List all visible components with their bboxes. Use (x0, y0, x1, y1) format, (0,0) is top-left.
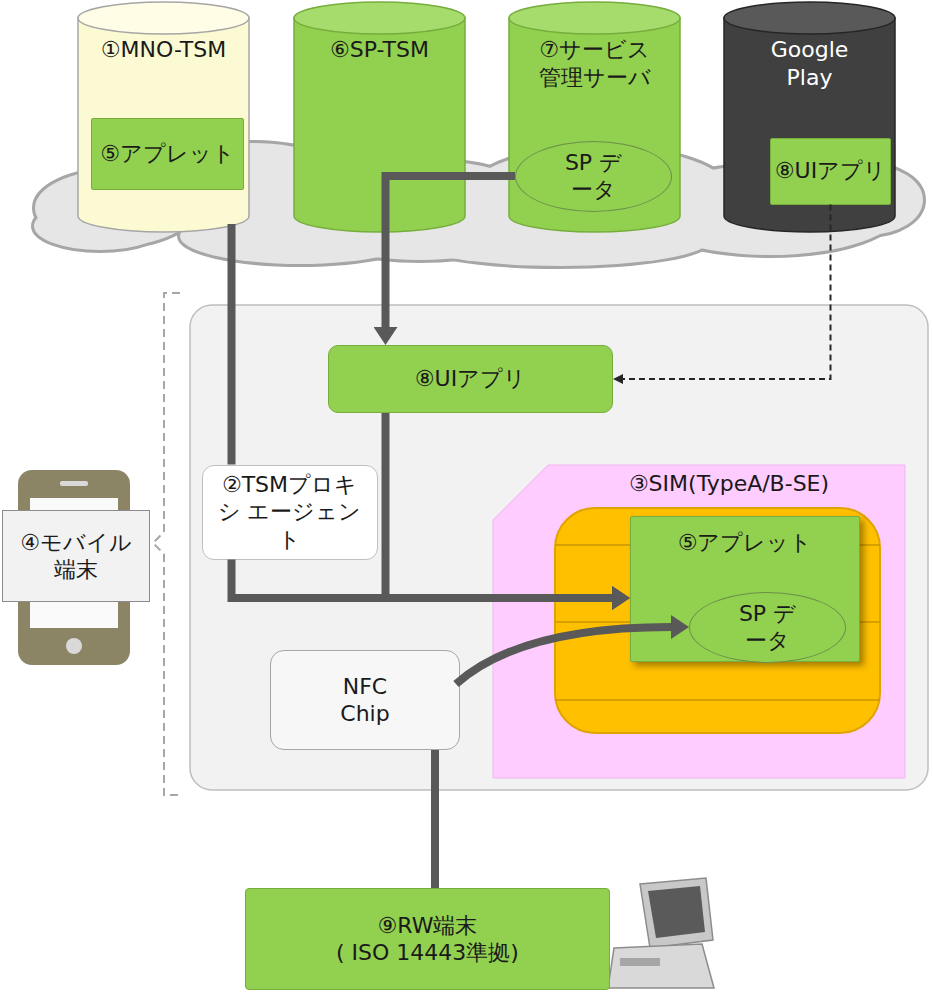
agent-box: ②TSMプロキシ エージェント (202, 465, 378, 560)
app-box: ⑧UIアプリ (328, 345, 613, 413)
node-label: ⑦サービス 管理サーバ (531, 36, 659, 91)
flow-connector (232, 560, 613, 599)
node-label: ④モバイル 端末 (17, 529, 135, 584)
applet-box: ⑤アプレット SP データ (630, 516, 860, 662)
node-label: ①MNO-TSM (101, 36, 226, 64)
cylinder-outline (77, 2, 250, 232)
node-label: ⑥SP-TSM (330, 36, 429, 64)
flow-connector (228, 224, 236, 465)
node-sublabel: ( ISO 14443準拠) (336, 939, 519, 967)
flow-connector (386, 413, 613, 598)
server-cylinder: ①MNO-TSM ⑤アプレット (77, 2, 250, 232)
terminal-label-box: ④モバイル 端末 (2, 510, 150, 602)
node-label: ②TSMプロキシ エージェント (211, 471, 369, 554)
terminal-icon (608, 878, 714, 988)
flow-connector (431, 750, 439, 888)
node-label: NFC Chip (329, 673, 401, 728)
data-ellipse: SP データ (689, 592, 846, 663)
node-label: ⑤アプレット (100, 140, 235, 168)
node-label: ⑨RW端末 (378, 912, 478, 940)
reader-box: ⑨RW端末( ISO 14443準拠) (245, 888, 610, 990)
node-label: SP データ (732, 600, 804, 655)
dashed-connector (623, 205, 831, 380)
node-label: ⑤アプレット (678, 529, 813, 557)
node-label: SP データ (558, 149, 630, 204)
flow-connector (456, 627, 671, 684)
applet-box: ⑤アプレット (91, 118, 244, 190)
data-ellipse: SP データ (515, 141, 672, 212)
server-cylinder: ⑦サービス 管理サーバ SP データ (508, 2, 681, 232)
app-box: ⑧UIアプリ (770, 138, 891, 205)
sim-card (555, 508, 880, 733)
chip-box: NFC Chip (270, 650, 460, 750)
flow-connector (386, 176, 516, 327)
sim-region-label: ③SIM(TypeA/B-SE) ⑤アプレット SP データ (493, 465, 905, 778)
node-label: Google Play (755, 36, 865, 91)
node-label: ③SIM(TypeA/B-SE) (629, 470, 829, 498)
node-label: ⑧UIアプリ (775, 157, 886, 185)
store-cylinder: Google Play ⑧UIアプリ (723, 2, 896, 232)
cylinder-outline (293, 2, 466, 232)
bracket (153, 293, 180, 795)
server-cylinder: ⑥SP-TSM (293, 2, 466, 232)
device-region (190, 305, 928, 790)
node-label: ⑧UIアプリ (415, 365, 526, 393)
sim-region (493, 465, 905, 778)
